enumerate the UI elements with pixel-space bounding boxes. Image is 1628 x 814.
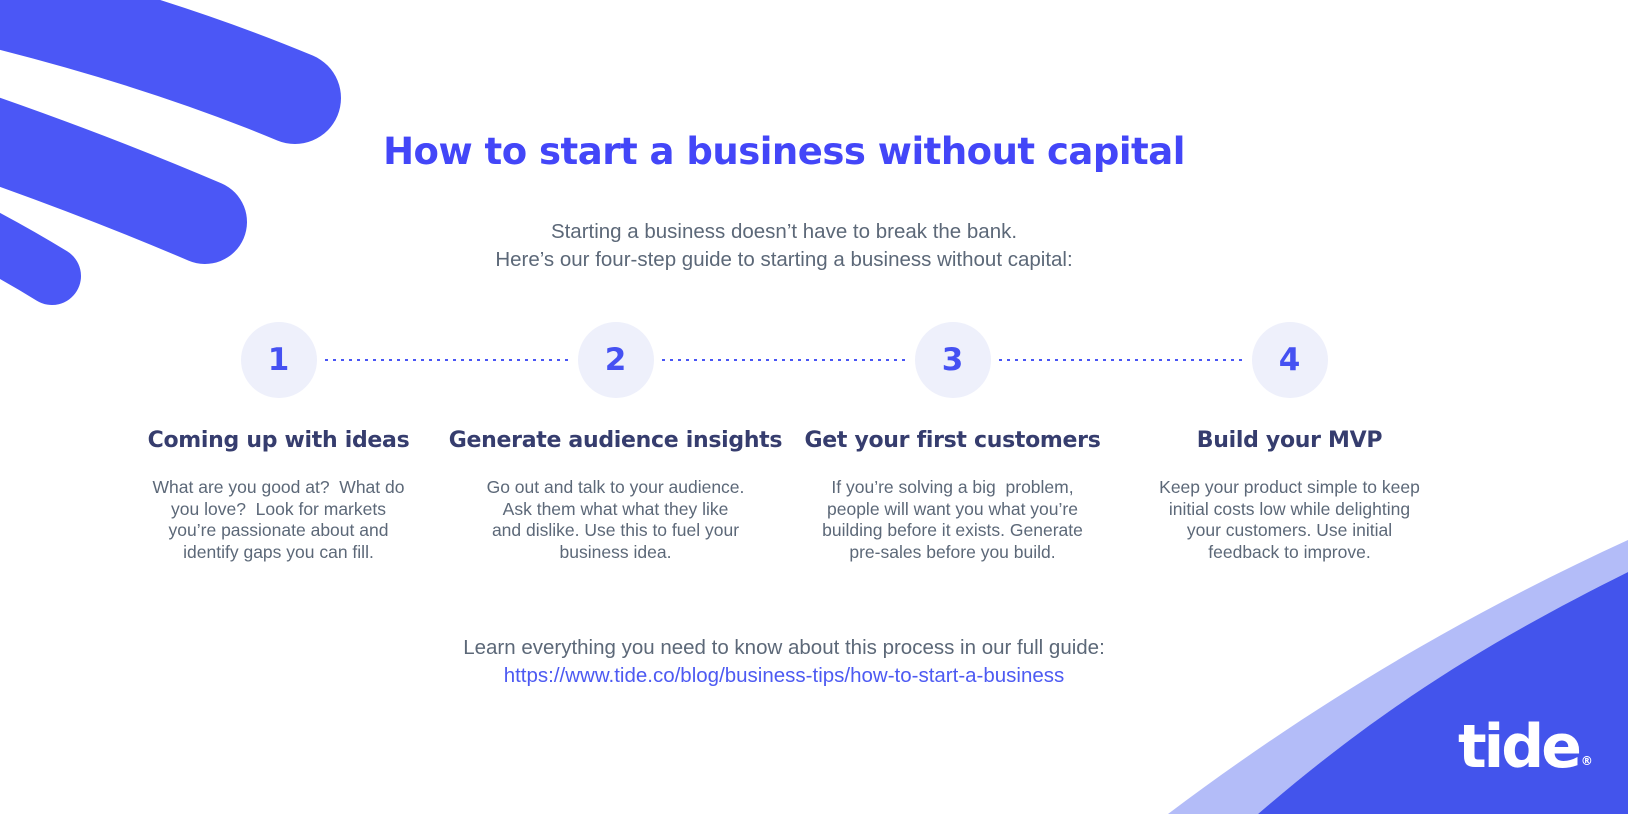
step-1-title: Coming up with ideas [147,428,410,453]
step-4: 4 Build your MVP Keep your product simpl… [1121,322,1458,563]
step-4-number: 4 [1278,342,1301,378]
step-4-title: Build your MVP [1196,428,1383,453]
step-4-description: Keep your product simple to keep initial… [1159,477,1420,562]
step-1-number-badge: 1 [240,322,317,398]
step-connector-3-4 [999,359,1243,361]
footer-text: Learn everything you need to know about … [463,636,1105,659]
tide-logo: tide® [1458,712,1593,782]
step-connector-1-2 [325,359,569,361]
step-connector-2-3 [662,359,906,361]
step-1: 1 Coming up with ideas What are you good… [110,322,447,563]
step-2-number: 2 [604,342,627,378]
step-1-number: 1 [267,342,290,378]
step-3: 3 Get your first customers If you’re sol… [784,322,1121,563]
footer: Learn everything you need to know about … [0,634,1568,690]
step-2-description: Go out and talk to your audience. Ask th… [486,477,745,562]
guide-link[interactable]: https://www.tide.co/blog/business-tips/h… [503,664,1065,687]
step-3-title: Get your first customers [804,428,1101,453]
step-1-description: What are you good at? What do you love? … [152,477,405,562]
step-2: 2 Generate audience insights Go out and … [447,322,784,563]
step-4-number-badge: 4 [1251,322,1328,398]
step-3-number: 3 [941,342,964,378]
step-2-number-badge: 2 [577,322,654,398]
tide-wordmark: tide [1458,712,1582,782]
steps-row: 1 Coming up with ideas What are you good… [110,322,1458,563]
page-title: How to start a business without capital [383,130,1185,173]
step-2-title: Generate audience insights [448,428,783,453]
step-3-number-badge: 3 [914,322,991,398]
registered-mark: ® [1580,754,1593,768]
step-3-description: If you’re solving a big problem, people … [822,477,1083,562]
intro-text: Starting a business doesn’t have to brea… [495,220,1073,271]
